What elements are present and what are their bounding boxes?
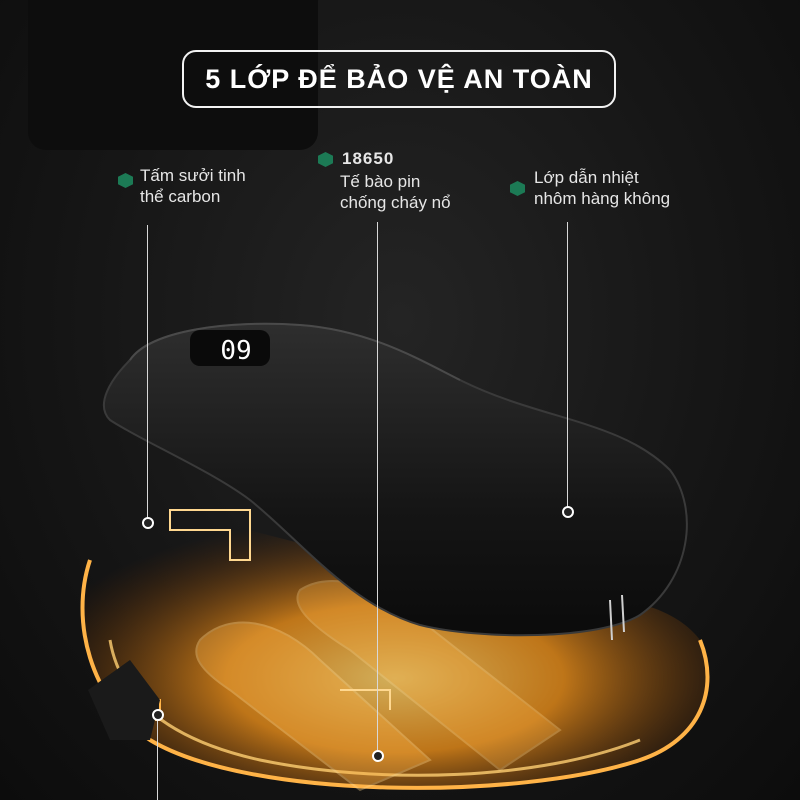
callout-line-carbon bbox=[147, 225, 148, 521]
label-battery-number: 18650 bbox=[342, 149, 395, 168]
hexagon-bullet-icon bbox=[118, 173, 133, 188]
label-aluminum-layer: Lớp dẫn nhiệt nhôm hàng không bbox=[524, 161, 683, 215]
page-title: 5 LỚP ĐỂ BẢO VỆ AN TOÀN bbox=[182, 50, 616, 108]
callout-line-battery bbox=[377, 222, 378, 752]
display-screen bbox=[190, 330, 270, 366]
temperature-display: 60 bbox=[220, 333, 252, 363]
heating-tray bbox=[80, 509, 710, 792]
callout-line-bottom bbox=[157, 721, 158, 800]
device-shell bbox=[103, 322, 688, 641]
callout-dot-battery bbox=[372, 750, 384, 762]
label-carbon-heater: Tấm sưởi tinh thể carbon bbox=[130, 159, 258, 213]
callout-dot-bottom bbox=[152, 709, 164, 721]
background-panel bbox=[28, 0, 318, 150]
hexagon-bullet-icon bbox=[318, 152, 333, 167]
callout-dot-carbon bbox=[142, 517, 154, 529]
label-battery: Tế bào pin chống cháy nổ bbox=[330, 165, 463, 219]
hexagon-bullet-icon bbox=[510, 181, 525, 196]
callout-dot-aluminum bbox=[562, 506, 574, 518]
callout-line-aluminum bbox=[567, 222, 568, 508]
